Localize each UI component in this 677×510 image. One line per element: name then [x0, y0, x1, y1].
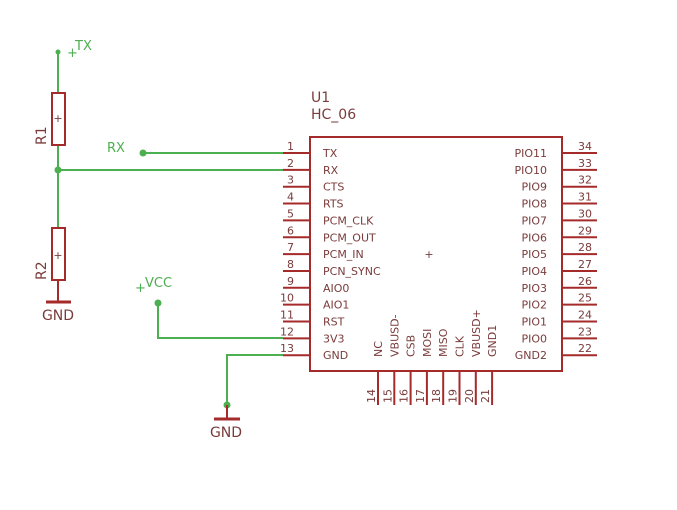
pin-5-name: PCM_CLK	[323, 214, 374, 227]
net-label-tx: TX	[74, 39, 92, 54]
pin-4-name: RTS	[323, 198, 344, 211]
pin-1-number: 1	[287, 140, 294, 153]
pin-25-name: PIO2	[521, 299, 547, 312]
pin-14-name: NC	[372, 341, 385, 357]
pin-6-number: 6	[287, 224, 294, 237]
gnd-symbol-u1[interactable]: GND	[210, 405, 242, 441]
pin-22-name: GND2	[515, 349, 547, 362]
pin-30-number: 30	[578, 207, 592, 220]
pin-23-number: 23	[578, 325, 592, 338]
pin-8-number: 8	[287, 258, 294, 271]
rx-net-dot	[139, 149, 147, 157]
pin-10-number: 10	[280, 292, 294, 305]
pin-9-name: AIO0	[323, 282, 349, 295]
tx-net-dot	[55, 49, 61, 55]
pin-12-name: 3V3	[323, 332, 345, 345]
net-label-vcc-plus: +	[135, 281, 146, 296]
resistor-r2[interactable]: + R2 GND	[34, 227, 74, 324]
r2-ref-label: R2	[34, 261, 50, 280]
pin-13-number: 13	[280, 342, 294, 355]
pin-20-name: VBUSD+	[470, 309, 483, 357]
net-label-rx: RX	[107, 141, 125, 156]
pin-23-name: PIO0	[521, 332, 547, 345]
wire-vcc-pin12[interactable]	[157, 303, 283, 339]
r2-plus-icon: +	[53, 249, 62, 262]
pin-6-name: PCM_OUT	[323, 231, 376, 244]
pin-10-name: AIO1	[323, 299, 349, 312]
pin-15-number: 15	[381, 389, 394, 403]
pin-7-name: PCM_IN	[323, 248, 364, 261]
pin-3-name: CTS	[323, 181, 344, 194]
r1-plus-icon: +	[53, 112, 62, 125]
pin-34-name: PIO11	[514, 147, 547, 160]
pin-5-number: 5	[287, 207, 294, 220]
pin-4-number: 4	[287, 191, 294, 204]
pin-29-number: 29	[578, 224, 592, 237]
pin-27-name: PIO4	[521, 265, 547, 278]
net-label-tx-plus: +	[67, 46, 78, 61]
pin-33-number: 33	[578, 157, 592, 170]
pin-29-name: PIO6	[521, 231, 547, 244]
pin-27-number: 27	[578, 258, 592, 271]
pin-26-number: 26	[578, 275, 592, 288]
pin-25-number: 25	[578, 292, 592, 305]
net-markers	[54, 49, 231, 409]
pin-8-name: PCN_SYNC	[323, 265, 381, 278]
wire-gnd-pin13[interactable]	[226, 354, 283, 405]
pin-14-number: 14	[365, 389, 378, 403]
pin-24-number: 24	[578, 309, 592, 322]
pin-28-name: PIO5	[521, 248, 547, 261]
u1-ref-label: U1	[311, 90, 330, 106]
pin-31-number: 31	[578, 191, 592, 204]
u1-origin-icon: +	[424, 248, 433, 261]
pin-26-name: PIO3	[521, 282, 547, 295]
pin-21-name: GND1	[486, 325, 499, 357]
pin-12-number: 12	[280, 325, 294, 338]
r1-ref-label: R1	[34, 126, 50, 145]
pin-11-name: RST	[323, 316, 345, 329]
pin-28-number: 28	[578, 241, 592, 254]
pin-34-number: 34	[578, 140, 592, 153]
pin-17-number: 17	[414, 389, 427, 403]
resistor-r1[interactable]: + R1	[34, 92, 66, 146]
pin-24-name: PIO1	[521, 316, 547, 329]
gnd-u1-label: GND	[210, 425, 242, 441]
pin-22-number: 22	[578, 342, 592, 355]
vcc-net-dot	[154, 299, 162, 307]
pin-2-number: 2	[287, 157, 294, 170]
pin-19-number: 19	[447, 389, 460, 403]
pin-16-name: CSB	[405, 335, 418, 357]
r1-body	[51, 92, 66, 146]
wires	[57, 52, 283, 405]
pin-3-number: 3	[287, 174, 294, 187]
pin-32-name: PIO9	[521, 181, 547, 194]
pin-19-name: CLK	[454, 335, 467, 357]
net-label-vcc: VCC	[145, 276, 172, 291]
junction-dot	[54, 166, 62, 174]
pin-21-number: 21	[479, 389, 492, 403]
pin-2-name: RX	[323, 164, 339, 177]
pin-11-number: 11	[280, 309, 294, 322]
pin-18-number: 18	[430, 389, 443, 403]
pin-16-number: 16	[398, 389, 411, 403]
pin-17-name: MOSI	[421, 329, 434, 357]
pin-13-name: GND	[323, 349, 348, 362]
pin-30-name: PIO7	[521, 214, 547, 227]
pin-9-number: 9	[287, 275, 294, 288]
pin-1-name: TX	[322, 147, 338, 160]
u1-bottom-pins: 14 NC 15 VBUSD- 16 CSB 17 MOSI 18 MISO 19 CLK 20 VBUS…	[365, 309, 499, 405]
pin-15-name: VBUSD-	[388, 314, 401, 357]
pin-20-number: 20	[463, 389, 476, 403]
pin-7-number: 7	[287, 241, 294, 254]
u1-value-label: HC_06	[311, 107, 356, 123]
pin-33-name: PIO10	[514, 164, 547, 177]
pin-32-number: 32	[578, 174, 592, 187]
pin-31-name: PIO8	[521, 198, 547, 211]
pin-18-name: MISO	[437, 328, 450, 357]
r2-gnd-label: GND	[42, 308, 74, 324]
